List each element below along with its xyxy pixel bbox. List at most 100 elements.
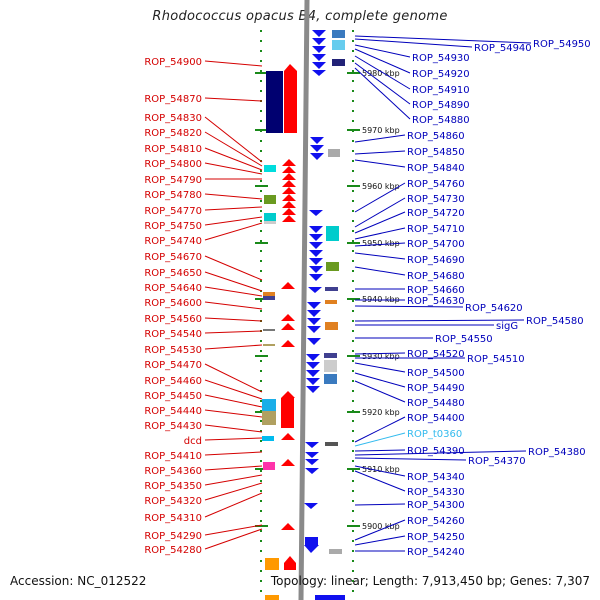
- gene-arrow[interactable]: [309, 234, 323, 241]
- gene-label-left[interactable]: ROP_54770: [144, 206, 202, 217]
- gene-arrow[interactable]: [306, 378, 320, 385]
- gene-arrow[interactable]: [310, 137, 324, 144]
- gene-block[interactable]: [326, 262, 339, 271]
- gene-arrow[interactable]: [307, 318, 321, 325]
- gene-arrow[interactable]: [282, 166, 296, 173]
- gene-block[interactable]: [262, 411, 276, 425]
- gene-block[interactable]: [325, 442, 338, 446]
- gene-label-left[interactable]: ROP_54430: [144, 421, 202, 432]
- gene-label-left[interactable]: ROP_54870: [144, 94, 202, 105]
- gene-block[interactable]: [315, 595, 345, 600]
- gene-label-left[interactable]: ROP_54800: [144, 159, 202, 170]
- gene-block[interactable]: [263, 462, 275, 470]
- gene-label-right[interactable]: ROP_54250: [407, 532, 465, 543]
- gene-label-left[interactable]: ROP_54830: [144, 113, 202, 124]
- gene-label-left[interactable]: ROP_54810: [144, 144, 202, 155]
- gene-block[interactable]: [332, 30, 345, 38]
- gene-block[interactable]: [281, 398, 294, 428]
- gene-arrow[interactable]: [312, 46, 326, 53]
- gene-block[interactable]: [263, 344, 275, 346]
- gene-arrow[interactable]: [309, 274, 323, 281]
- gene-arrow[interactable]: [281, 314, 295, 321]
- gene-arrow[interactable]: [304, 545, 319, 553]
- gene-arrow[interactable]: [281, 282, 295, 289]
- gene-arrow[interactable]: [306, 386, 320, 393]
- gene-arrow[interactable]: [310, 145, 324, 152]
- gene-label-right[interactable]: ROP_54760: [407, 179, 465, 190]
- gene-block[interactable]: [324, 360, 337, 372]
- gene-label-right[interactable]: ROP_54660: [407, 285, 465, 296]
- gene-arrow[interactable]: [282, 215, 296, 222]
- gene-label-left[interactable]: ROP_54540: [144, 329, 202, 340]
- gene-label-right[interactable]: ROP_54720: [407, 208, 465, 219]
- gene-label-right[interactable]: ROP_54400: [407, 413, 465, 424]
- gene-label-left[interactable]: ROP_54410: [144, 451, 202, 462]
- gene-label-right[interactable]: ROP_54710: [407, 224, 465, 235]
- gene-label-left[interactable]: ROP_54320: [144, 496, 202, 507]
- gene-label-left[interactable]: ROP_54750: [144, 221, 202, 232]
- gene-label-left[interactable]: ROP_54790: [144, 175, 202, 186]
- gene-label-left[interactable]: ROP_54440: [144, 406, 202, 417]
- gene-label-right[interactable]: ROP_54300: [407, 500, 465, 511]
- gene-arrow[interactable]: [306, 362, 320, 369]
- gene-block[interactable]: [264, 165, 276, 172]
- gene-label-right[interactable]: sigG: [496, 321, 518, 332]
- gene-label-left[interactable]: ROP_54360: [144, 466, 202, 477]
- gene-label-right[interactable]: ROP_54930: [412, 53, 470, 64]
- gene-label-right[interactable]: ROP_54850: [407, 147, 465, 158]
- gene-label-right[interactable]: ROP_54950: [533, 39, 591, 50]
- gene-label-left[interactable]: ROP_54560: [144, 314, 202, 325]
- gene-label-right[interactable]: ROP_54580: [526, 316, 584, 327]
- gene-label-left[interactable]: ROP_54280: [144, 545, 202, 556]
- gene-arrow[interactable]: [307, 302, 321, 309]
- gene-label-left[interactable]: ROP_54900: [144, 57, 202, 68]
- gene-block[interactable]: [325, 287, 338, 291]
- gene-arrow[interactable]: [307, 310, 321, 317]
- gene-arrow[interactable]: [307, 338, 321, 345]
- gene-arrow[interactable]: [281, 459, 295, 466]
- gene-block[interactable]: [324, 374, 337, 384]
- gene-block[interactable]: [325, 322, 338, 330]
- gene-label-right[interactable]: ROP_54240: [407, 547, 465, 558]
- gene-arrow[interactable]: [312, 54, 326, 61]
- gene-arrow[interactable]: [306, 370, 320, 377]
- gene-arrow[interactable]: [282, 159, 296, 166]
- gene-arrow[interactable]: [281, 323, 295, 330]
- gene-arrow[interactable]: [312, 70, 326, 76]
- gene-arrow[interactable]: [304, 503, 318, 509]
- gene-label-right[interactable]: ROP_54510: [467, 354, 525, 365]
- gene-arrow[interactable]: [308, 287, 322, 293]
- gene-label-right[interactable]: ROP_54550: [435, 334, 493, 345]
- gene-block[interactable]: [263, 296, 275, 300]
- gene-label-right[interactable]: ROP_54490: [407, 383, 465, 394]
- gene-label-right[interactable]: ROP_54620: [465, 303, 523, 314]
- gene-label-left[interactable]: ROP_54470: [144, 360, 202, 371]
- gene-arrow[interactable]: [281, 391, 295, 398]
- gene-label-right[interactable]: ROP_54480: [407, 398, 465, 409]
- gene-arrow[interactable]: [281, 340, 295, 347]
- gene-block[interactable]: [332, 40, 345, 50]
- gene-label-left[interactable]: ROP_54670: [144, 252, 202, 263]
- gene-label-right[interactable]: ROP_54940: [474, 43, 532, 54]
- gene-block[interactable]: [264, 221, 276, 224]
- gene-arrow[interactable]: [305, 468, 319, 474]
- gene-arrow[interactable]: [281, 523, 295, 530]
- gene-block[interactable]: [326, 226, 339, 241]
- gene-arrow[interactable]: [312, 38, 326, 45]
- gene-arrow[interactable]: [309, 210, 323, 216]
- gene-label-right[interactable]: ROP_54370: [468, 456, 526, 467]
- gene-block[interactable]: [264, 213, 276, 221]
- gene-arrow[interactable]: [312, 30, 326, 37]
- gene-label-left[interactable]: ROP_54290: [144, 531, 202, 542]
- gene-arrow[interactable]: [282, 194, 296, 201]
- gene-block[interactable]: [265, 558, 279, 570]
- gene-arrow[interactable]: [282, 187, 296, 194]
- gene-label-right[interactable]: ROP_54520: [407, 349, 465, 360]
- gene-label-right[interactable]: ROP_54860: [407, 131, 465, 142]
- gene-label-right[interactable]: ROP_t0360: [407, 429, 462, 440]
- gene-label-right[interactable]: ROP_54920: [412, 69, 470, 80]
- gene-arrow[interactable]: [305, 452, 319, 458]
- gene-arrow[interactable]: [307, 326, 321, 333]
- gene-label-right[interactable]: ROP_54840: [407, 163, 465, 174]
- gene-label-right[interactable]: ROP_54700: [407, 239, 465, 250]
